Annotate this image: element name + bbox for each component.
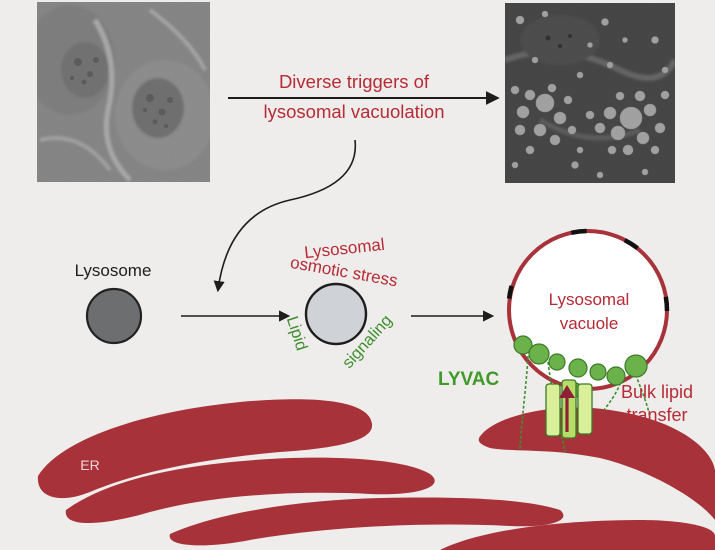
lyvac-complex xyxy=(513,335,651,453)
trigger-label-line1: Diverse triggers of xyxy=(279,71,430,92)
vacuole-membrane-marks xyxy=(506,228,670,312)
lyvac-label: LYVAC xyxy=(438,369,500,390)
trigger-label-line2: lysosomal vacuolation xyxy=(264,101,445,122)
vacuole-label-line1: Lysosomal xyxy=(549,290,630,309)
micrograph-after xyxy=(505,3,675,183)
curved-arrow xyxy=(213,139,357,293)
lysosome xyxy=(85,287,143,345)
vacuole-label-line2: vacuole xyxy=(560,314,619,333)
lysosome-label: Lysosome xyxy=(75,261,152,280)
micrograph-before xyxy=(37,2,210,182)
stressed-lysosome xyxy=(304,282,368,346)
er-label: ER xyxy=(80,457,99,473)
transfer-label-line1: Bulk lipid xyxy=(621,382,693,402)
endoplasmic-reticulum xyxy=(37,399,715,550)
transfer-label-line2: transfer xyxy=(626,405,687,425)
